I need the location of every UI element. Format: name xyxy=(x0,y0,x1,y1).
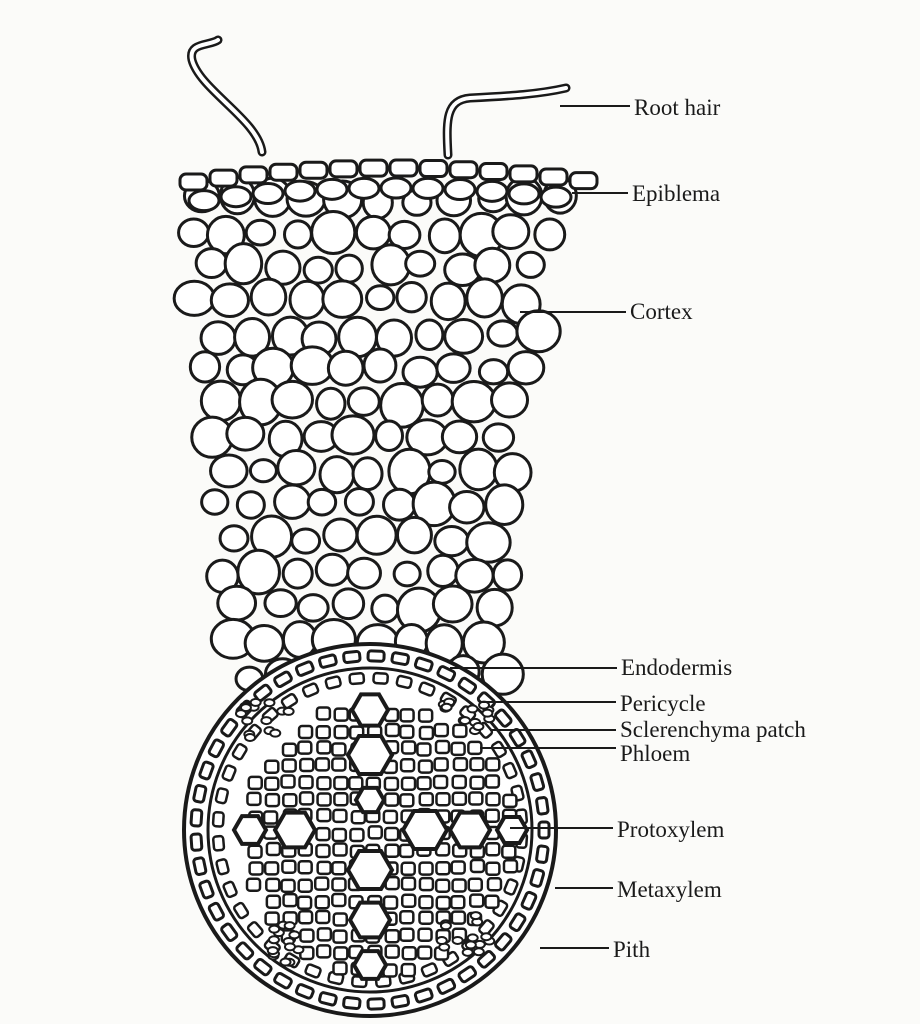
label-pericycle: Pericycle xyxy=(620,691,706,716)
label-protoxylem: Protoxylem xyxy=(617,817,725,842)
label-leader-lines xyxy=(450,105,630,949)
root-hairs xyxy=(187,35,571,160)
cortex-tissue xyxy=(172,175,578,696)
stele xyxy=(182,642,558,1018)
epiblema-layer xyxy=(178,158,599,213)
label-cortex: Cortex xyxy=(630,299,693,324)
label-phloem: Phloem xyxy=(620,741,691,766)
label-pith: Pith xyxy=(613,937,651,962)
label-root-hair: Root hair xyxy=(634,95,721,120)
label-epiblema: Epiblema xyxy=(632,181,721,206)
label-endodermis: Endodermis xyxy=(621,655,733,680)
label-metaxylem: Metaxylem xyxy=(617,877,722,902)
label-sclerenchyma-patch: Sclerenchyma patch xyxy=(620,717,806,742)
